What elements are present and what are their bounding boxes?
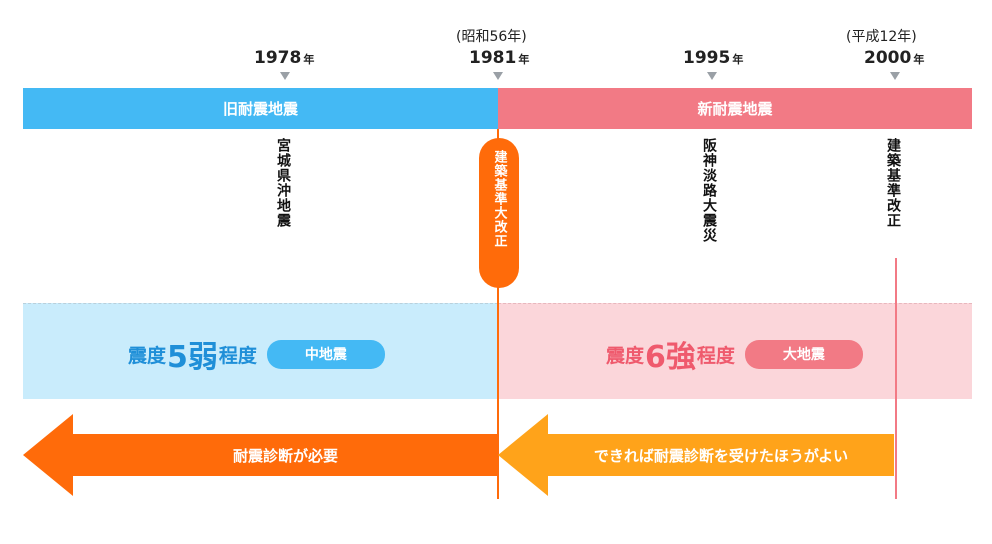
intensity-old: 震度 5弱 程度 中地震 (128, 332, 385, 376)
intensity-band-old (23, 303, 498, 399)
arrow-diagnosis-recommended-label: できれば耐震診断を受けたほうがよい (593, 446, 849, 465)
era-new-bar: 新耐震地震 (498, 88, 972, 129)
year-marker-2000 (890, 72, 900, 80)
left-arrow-icon (498, 414, 894, 496)
year-value: 1978 (254, 48, 302, 68)
arrow-diagnosis-recommended: できれば耐震診断を受けたほうがよい (498, 414, 894, 496)
badge-large-earthquake: 大地震 (744, 339, 863, 369)
era-old-bar: 旧耐震地震 (23, 88, 498, 129)
event-hanshin-earthquake: 阪神淡路大震災 (701, 138, 717, 243)
year-marker-1995 (707, 72, 717, 80)
left-arrow-icon (23, 414, 498, 496)
event-miyagi-earthquake: 宮城県沖地震 (275, 138, 291, 228)
year-unit: 年 (303, 53, 315, 66)
intensity-old-prefix: 震度 (128, 344, 167, 367)
year-unit: 年 (913, 53, 925, 66)
year-value: 1995 (683, 48, 731, 68)
intensity-new-prefix: 震度 (606, 344, 645, 367)
reform-1981-pill: 建築基準大改正 (479, 138, 519, 288)
arrow-diagnosis-required: 耐震診断が必要 (23, 414, 498, 496)
year-value: 2000 (864, 48, 912, 68)
year-value: 1981 (469, 48, 517, 68)
reform-2000-line (895, 258, 897, 499)
intensity-old-suffix: 程度 (218, 344, 257, 367)
year-unit: 年 (732, 53, 744, 66)
year-marker-1981 (493, 72, 503, 80)
year-marker-1978 (280, 72, 290, 80)
reform-1981-line (497, 129, 499, 499)
intensity-new-number: 6強 (645, 340, 696, 375)
arrow-diagnosis-required-label: 耐震診断が必要 (232, 446, 338, 465)
reform-1981-label: 建築基準大改正 (491, 150, 507, 248)
intensity-old-number: 5弱 (167, 340, 218, 375)
year-unit: 年 (518, 53, 530, 66)
intensity-new-suffix: 程度 (696, 344, 735, 367)
intensity-band-new (498, 303, 972, 399)
intensity-new: 震度 6強 程度 大地震 (606, 332, 863, 376)
era-new-label: 新耐震地震 (697, 100, 773, 118)
note-showa-56: (昭和56年) (456, 29, 527, 45)
note-heisei-12: (平成12年) (846, 29, 917, 45)
era-old-label: 旧耐震地震 (222, 100, 298, 118)
event-reform-2000: 建築基準改正 (885, 138, 901, 228)
badge-medium-earthquake: 中地震 (266, 339, 385, 369)
